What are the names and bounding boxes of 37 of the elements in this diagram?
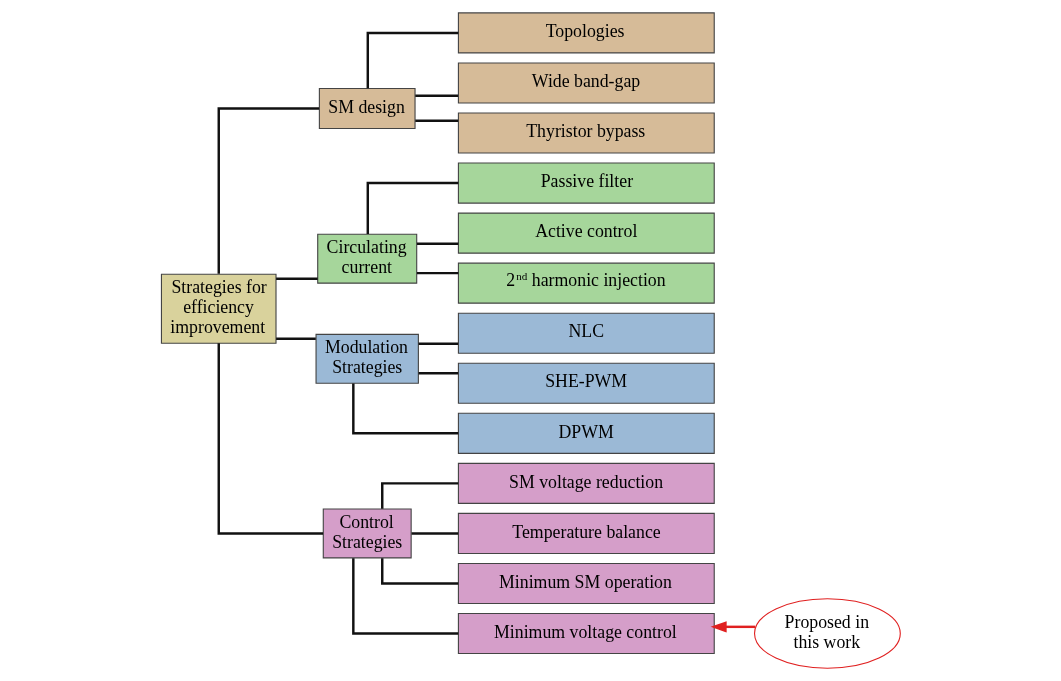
node-box: Strategies for efficiency improvement xyxy=(160,273,277,344)
connector xyxy=(418,342,458,345)
connector xyxy=(416,271,458,275)
node-box: Circulating current xyxy=(316,233,417,284)
arrow xyxy=(710,621,755,633)
node-box: SM voltage reduction xyxy=(457,462,715,504)
connector xyxy=(366,31,458,89)
node-box: SM design xyxy=(318,87,416,130)
node-box: Active control xyxy=(457,212,715,254)
node-box: Minimum voltage control xyxy=(457,612,715,655)
node-box: Thyristor bypass xyxy=(457,112,715,154)
node-box: Control Strategies xyxy=(322,508,412,559)
node-box: Modulation Strategies xyxy=(315,333,419,384)
node-box: 2$^{nd}$ harmonic injection xyxy=(457,262,715,304)
node-box: Passive filter xyxy=(457,162,715,204)
connector xyxy=(351,383,458,435)
connector xyxy=(414,94,458,97)
connector xyxy=(380,558,458,585)
connector xyxy=(380,482,458,509)
connector xyxy=(217,343,323,535)
node-box: DPWM xyxy=(457,412,715,454)
node-box: Wide band-gap xyxy=(457,62,715,104)
node-box: NLC xyxy=(457,312,715,354)
connector xyxy=(411,532,458,535)
connector xyxy=(275,277,318,280)
node-box: Minimum SM operation xyxy=(457,562,715,605)
connector xyxy=(366,181,458,234)
node-box: Topologies xyxy=(457,12,715,54)
connector xyxy=(351,558,458,635)
connector xyxy=(418,372,458,375)
connector xyxy=(217,107,319,274)
node-box: SHE-PWM xyxy=(457,362,715,404)
connector xyxy=(414,119,458,122)
connector xyxy=(416,242,458,245)
node-ellipse: Proposed in this work xyxy=(753,598,901,669)
connector xyxy=(275,337,316,340)
node-box: Temperature balance xyxy=(457,512,715,554)
